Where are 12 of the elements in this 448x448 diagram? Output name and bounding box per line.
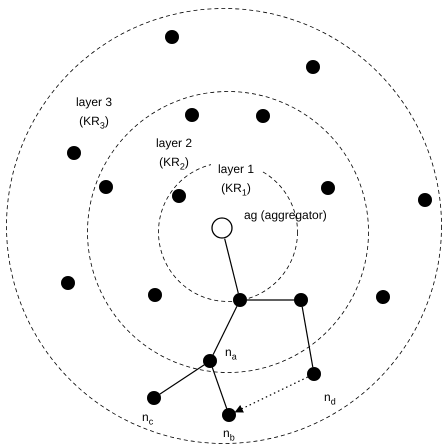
connector-line (212, 306, 238, 355)
node-label: ag (aggregator) (244, 207, 328, 224)
connector-line (224, 238, 239, 294)
connector-line (247, 299, 294, 301)
connector-line (234, 376, 308, 412)
connector-line (160, 364, 204, 395)
connector-line (212, 367, 228, 409)
node-label: n$_{c}$ (142, 409, 154, 428)
node-label: n$_{a}$ (225, 344, 238, 364)
node-label: n$_{d}$ (324, 389, 337, 408)
connector-line (302, 306, 314, 368)
node-label: n$_{b}$ (223, 425, 236, 444)
